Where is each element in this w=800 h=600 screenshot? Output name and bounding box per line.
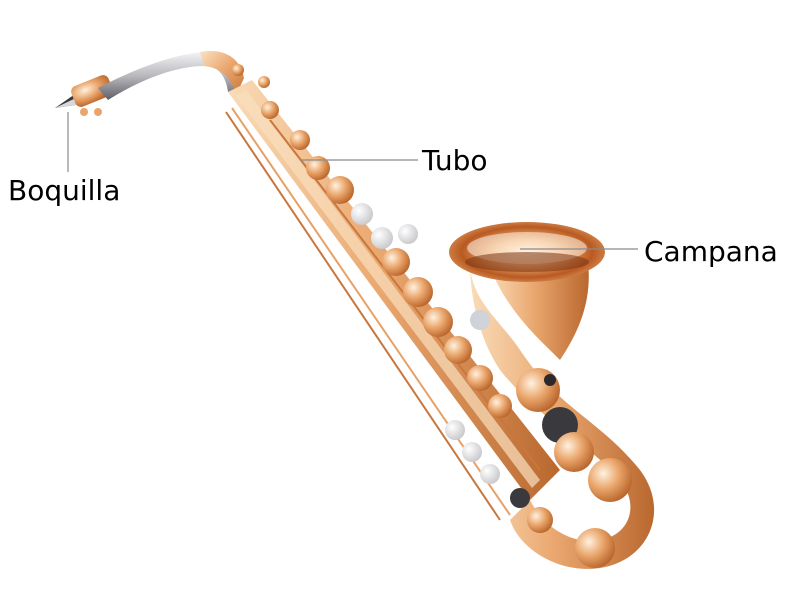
label-tube: Tubo [300,144,488,177]
mouthpiece [55,75,113,116]
body-tube [225,80,560,521]
label-bell: Campana [520,235,778,268]
label-tube-text: Tubo [421,144,488,177]
saxophone [55,51,655,569]
label-bell-text: Campana [644,235,778,268]
label-mouthpiece: Boquilla [8,112,120,207]
label-mouthpiece-text: Boquilla [8,174,120,207]
neck [98,51,270,100]
keys [261,101,632,568]
